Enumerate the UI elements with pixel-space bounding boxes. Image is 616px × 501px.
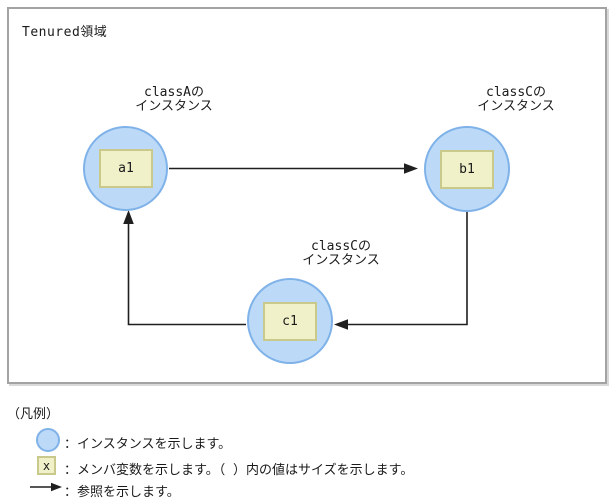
- legend-reference-text: ：参照を示します。: [64, 485, 180, 500]
- legend-title: （凡例）: [7, 407, 60, 422]
- class-label-b1-line2: インスタンス: [477, 99, 555, 114]
- class-label-b1: classCの インスタンス: [446, 86, 586, 114]
- class-label-a1-line1: classAの: [144, 85, 204, 100]
- class-label-a1-line2: インスタンス: [135, 99, 213, 114]
- legend-instance-text: ：インスタンスを示します。: [64, 437, 232, 452]
- instance-circle-c1: [247, 278, 333, 364]
- legend-member-variable-icon-label: x: [42, 458, 51, 473]
- member-variable-label-c1: c1: [282, 314, 298, 329]
- member-variable-label-b1: b1: [459, 162, 475, 177]
- tenured-area-label: Tenured領域: [22, 25, 108, 40]
- member-variable-label-a1: a1: [118, 161, 134, 176]
- class-label-a1: classAの インスタンス: [104, 86, 244, 114]
- member-variable-box-c1: c1: [263, 302, 317, 341]
- class-label-b1-line1: classCの: [486, 85, 546, 100]
- class-label-c1-line1: classCの: [311, 239, 371, 254]
- legend-reference-arrow-icon: [30, 482, 62, 492]
- legend-member-variable-icon: x: [37, 456, 56, 475]
- legend-member-variable-text: ：メンバ変数を示します。（ ）内の値はサイズを示します。: [64, 463, 414, 478]
- class-label-c1-line2: インスタンス: [302, 253, 380, 268]
- member-variable-box-a1: a1: [99, 149, 153, 188]
- legend-instance-circle-icon: [36, 428, 60, 452]
- class-label-c1: classCの インスタンス: [271, 240, 411, 268]
- member-variable-box-b1: b1: [440, 150, 494, 189]
